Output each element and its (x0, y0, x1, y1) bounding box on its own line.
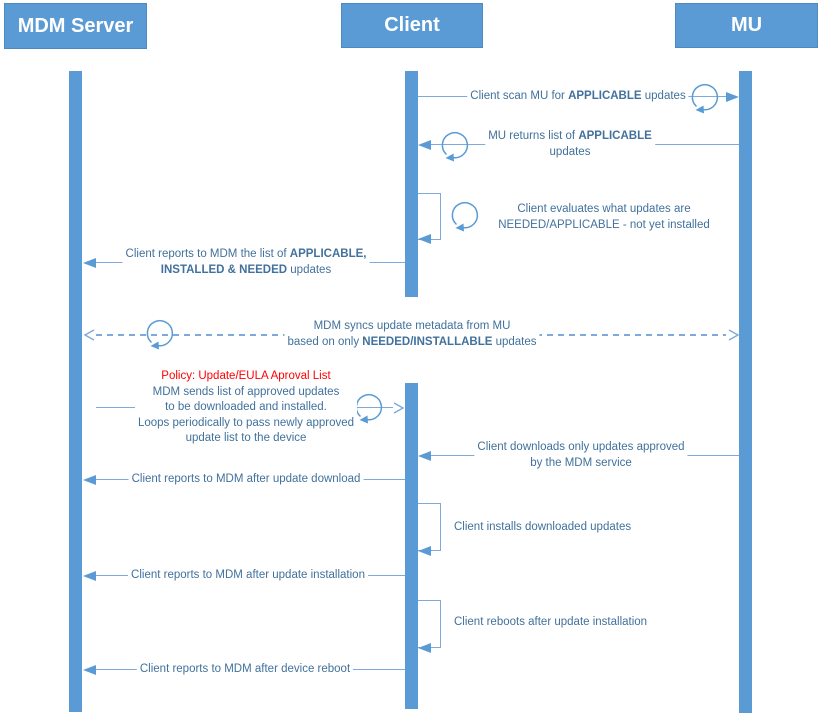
arrowhead-open-right-sync (728, 329, 740, 341)
lifeline-client-segment-2 (405, 383, 418, 709)
label-line: by the MDM service (530, 456, 632, 469)
label-text: based on only (287, 335, 363, 348)
label-line: NEEDED/APPLICABLE - not yet installed (498, 218, 710, 231)
label-text: updates (641, 90, 686, 102)
label-line: based on only NEEDED/INSTALLABLE updates (287, 335, 536, 351)
message-label-report-install: Client reports to MDM after update insta… (128, 568, 368, 584)
label-text: Client installs downloaded updates (454, 521, 632, 533)
label-line: update list to the device (185, 432, 307, 444)
message-label-installs: Client installs downloaded updates (451, 520, 634, 536)
label-text: Client reports to MDM after update insta… (131, 569, 365, 581)
label-text: Client reports to MDM after device reboo… (139, 663, 351, 675)
label-text-bold: APPLICABLE (568, 90, 642, 102)
arrowhead-open-right-approval (393, 402, 405, 414)
actor-mdm-server: MDM Server (4, 3, 147, 49)
label-text: Client scan MU for (470, 90, 569, 102)
arrowhead-left-mu-returns (418, 140, 431, 150)
actor-mu: MU (675, 3, 818, 48)
message-label-sync: MDM syncs update metadata from MU based … (284, 319, 540, 351)
arrowhead-left-report-list (83, 258, 96, 268)
label-line: MU returns list of APPLICABLE (488, 129, 652, 145)
lifeline-client-segment-1 (405, 71, 418, 297)
message-label-downloads: Client downloads only updates approved b… (474, 440, 688, 471)
arrowhead-left-evaluates (418, 234, 431, 244)
message-label-report-list: Client reports to MDM the list of APPLIC… (122, 247, 370, 279)
loop-arrow-icon (441, 132, 469, 162)
message-label-mu-returns: MU returns list of APPLICABLE updates (485, 129, 655, 160)
loop-arrow-icon (691, 84, 719, 114)
self-message-bracket-reboots (418, 600, 441, 648)
actor-client-label: Client (384, 14, 440, 36)
arrowhead-left-installs (418, 546, 431, 556)
arrowhead-left-reboots (418, 643, 431, 653)
arrowhead-open-left-sync (83, 329, 95, 341)
label-line: updates (549, 145, 591, 158)
actor-client: Client (341, 3, 483, 48)
arrowhead-left-report-reboot (83, 665, 96, 675)
label-text-bold: NEEDED/INSTALLABLE (362, 335, 493, 348)
arrowhead-left-downloads (418, 451, 431, 461)
label-text-bold: INSTALLED & NEEDED (160, 263, 288, 276)
message-label-report-download: Client reports to MDM after update downl… (128, 472, 364, 488)
label-line: to be downloaded and installed. (165, 401, 327, 413)
label-text: Client reboots after update installation (454, 616, 648, 628)
message-label-reboots: Client reboots after update installation (451, 615, 650, 631)
message-label-scan: Client scan MU for APPLICABLE updates (467, 89, 689, 105)
actor-mu-label: MU (730, 14, 763, 36)
label-text: MU returns list of (488, 130, 579, 142)
label-line: Loops periodically to pass newly approve… (137, 416, 355, 429)
label-line: Client evaluates what updates are (517, 203, 691, 215)
loop-arrow-icon (451, 202, 479, 232)
label-text-bold: APPLICABLE, (289, 248, 367, 260)
label-text: Client reports to MDM the list of (125, 248, 290, 260)
actor-mdm-server-label: MDM Server (17, 14, 134, 37)
label-line: Client downloads only updates approved (477, 441, 685, 453)
policy-title: Policy: Update/EULA Aproval List (161, 370, 331, 382)
lifeline-mdm (69, 71, 82, 712)
label-text: updates (287, 263, 332, 276)
label-text: updates (492, 335, 537, 348)
arrowhead-left-report-install (83, 571, 96, 581)
self-message-bracket-installs (418, 503, 441, 551)
arrowhead-left-report-download (83, 475, 96, 485)
lifeline-mu (739, 71, 752, 713)
message-label-evaluates: Client evaluates what updates are NEEDED… (495, 202, 713, 233)
message-label-report-reboot: Client reports to MDM after device reboo… (136, 662, 354, 678)
label-line: INSTALLED & NEEDED updates (126, 263, 367, 279)
message-label-approval: Policy: Update/EULA Aproval List MDM sen… (134, 369, 358, 447)
arrowhead-right-scan (726, 92, 739, 102)
label-text-bold: APPLICABLE (578, 130, 652, 142)
label-line: MDM sends list of approved updates (152, 385, 340, 398)
label-line: MDM syncs update metadata from MU (313, 320, 511, 332)
loop-arrow-icon (146, 320, 174, 350)
label-line: Client reports to MDM the list of APPLIC… (126, 247, 367, 263)
self-message-bracket-evaluates (418, 193, 441, 240)
label-text: Client reports to MDM after update downl… (131, 473, 361, 485)
